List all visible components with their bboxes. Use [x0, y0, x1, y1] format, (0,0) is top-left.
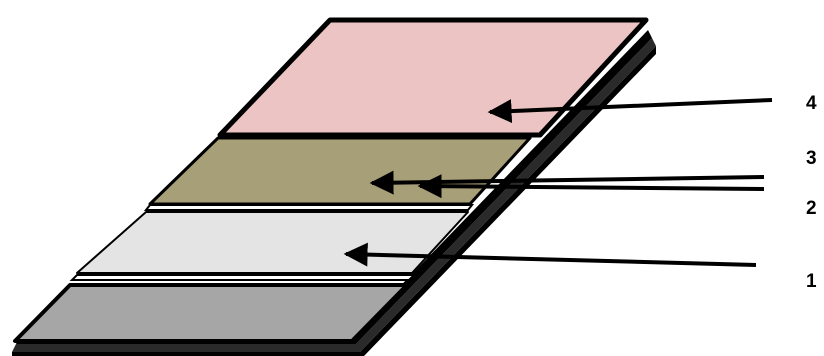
layer-2 — [143, 204, 475, 211]
layer-4 — [217, 17, 649, 138]
layer-3 — [148, 136, 532, 206]
arrow-4 — [487, 98, 773, 124]
separator-strip — [69, 274, 417, 281]
arrow-1 — [343, 242, 757, 267]
base-layer — [13, 283, 409, 343]
arrow-2 — [417, 174, 765, 199]
callout-2: 2 — [806, 198, 817, 219]
callout-1: 1 — [806, 271, 817, 292]
callout-3: 3 — [806, 148, 817, 169]
layer-1 — [76, 211, 469, 274]
callout-arrows — [343, 98, 773, 267]
callout-4: 4 — [806, 93, 817, 114]
